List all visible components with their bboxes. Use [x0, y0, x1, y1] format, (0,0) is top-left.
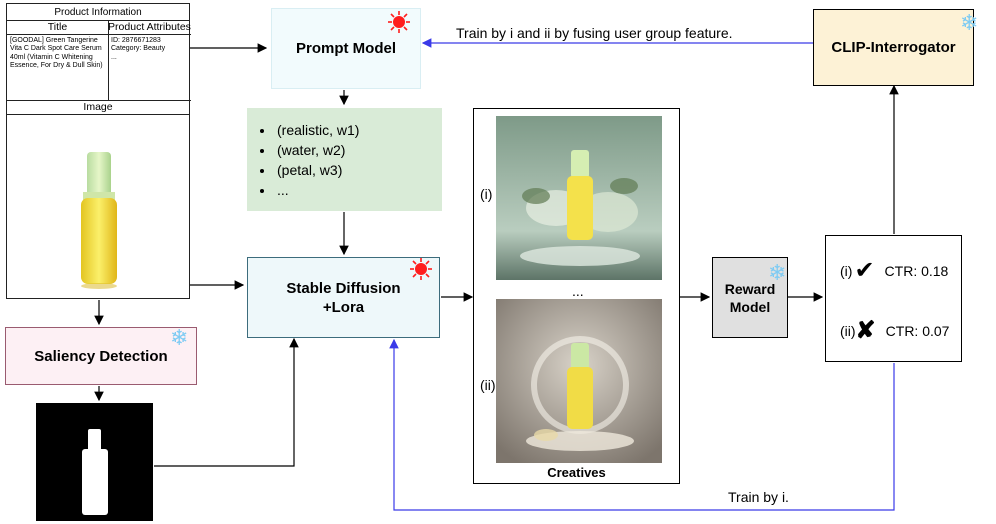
saliency-detection-node: Saliency Detection — [5, 327, 197, 385]
stable-diffusion-label: Stable Diffusion +Lora — [286, 279, 401, 316]
ctr-label: (i) — [840, 262, 853, 279]
sun-icon — [388, 11, 410, 33]
product-image — [81, 152, 117, 289]
edge-label-top: Train by i and ii by fusing user group f… — [456, 25, 733, 41]
product-info-table: Product Information Title [GOODAL] Green… — [6, 3, 191, 299]
attributes-column-header: Product Attributes — [108, 21, 191, 35]
edge-label-bottom: Train by i. — [728, 489, 789, 505]
product-title-text: [GOODAL] Green Tangerine Vita C Dark Spo… — [10, 37, 103, 70]
creative-image-ii — [496, 299, 662, 463]
saliency-detection-label: Saliency Detection — [34, 347, 168, 365]
ctr-label: (ii) — [840, 322, 856, 339]
snowflake-icon: ❄ — [960, 10, 979, 35]
stable-diffusion-node: Stable Diffusion +Lora — [247, 257, 440, 338]
keyword-list: (realistic, w1) (water, w2) (petal, w3) … — [247, 120, 359, 200]
keyword-item: (realistic, w1) — [275, 120, 359, 140]
mask-bottle-shape — [82, 449, 108, 515]
creatives-panel: (i) ... (ii) Creatives — [473, 108, 680, 484]
keyword-item: (water, w2) — [275, 140, 359, 160]
creative-image-i — [496, 116, 662, 280]
reward-model-node: Reward Model — [712, 257, 788, 338]
saliency-mask-image — [36, 403, 153, 521]
title-column: Title [GOODAL] Green Tangerine Vita C Da… — [7, 20, 109, 101]
ctr-value: CTR: 0.18 — [884, 262, 949, 279]
ctr-row-i: (i) ✔ CTR: 0.18 — [840, 256, 948, 285]
attribute-line: ... — [111, 53, 117, 61]
title-column-header: Title — [7, 20, 108, 35]
creatives-ellipsis: ... — [572, 283, 584, 299]
creatives-label: Creatives — [547, 465, 606, 480]
attribute-line: ID: 2876671283 — [111, 37, 161, 44]
creative-i-label: (i) — [480, 186, 493, 202]
keywords-box: (realistic, w1) (water, w2) (petal, w3) … — [247, 108, 442, 211]
prompt-model-label: Prompt Model — [296, 40, 396, 57]
keyword-item: ... — [275, 180, 359, 200]
arrow-mask-to-sd — [154, 337, 299, 467]
clip-interrogator-label: CLIP-Interrogator — [831, 39, 956, 56]
snowflake-icon: ❄ — [170, 325, 189, 350]
attribute-lines: ID: 2876671283 Category: Beauty ... — [108, 35, 191, 64]
attributes-column: Product Attributes ID: 2876671283 Catego… — [108, 20, 191, 101]
check-icon: ✔ — [854, 257, 875, 284]
ctr-results-box: (i) ✔ CTR: 0.18 (ii) ✘ CTR: 0.07 — [825, 235, 962, 362]
arrow-ctr-to-sd — [389, 338, 895, 511]
ctr-value: CTR: 0.07 — [885, 322, 950, 339]
creative-ii-label: (ii) — [480, 377, 496, 393]
cross-icon: ✘ — [855, 317, 876, 344]
clip-interrogator-node: CLIP-Interrogator — [813, 9, 974, 86]
snowflake-icon: ❄ — [768, 260, 787, 285]
image-header: Image — [7, 100, 189, 115]
reward-model-label: Reward Model — [724, 280, 776, 315]
sun-icon — [410, 258, 432, 280]
mask-cap-shape — [88, 429, 101, 451]
attribute-line: Category: Beauty — [111, 45, 166, 53]
product-info-title: Product Information — [7, 4, 189, 21]
ctr-row-ii: (ii) ✘ CTR: 0.07 — [840, 316, 949, 345]
keyword-item: (petal, w3) — [275, 160, 359, 180]
